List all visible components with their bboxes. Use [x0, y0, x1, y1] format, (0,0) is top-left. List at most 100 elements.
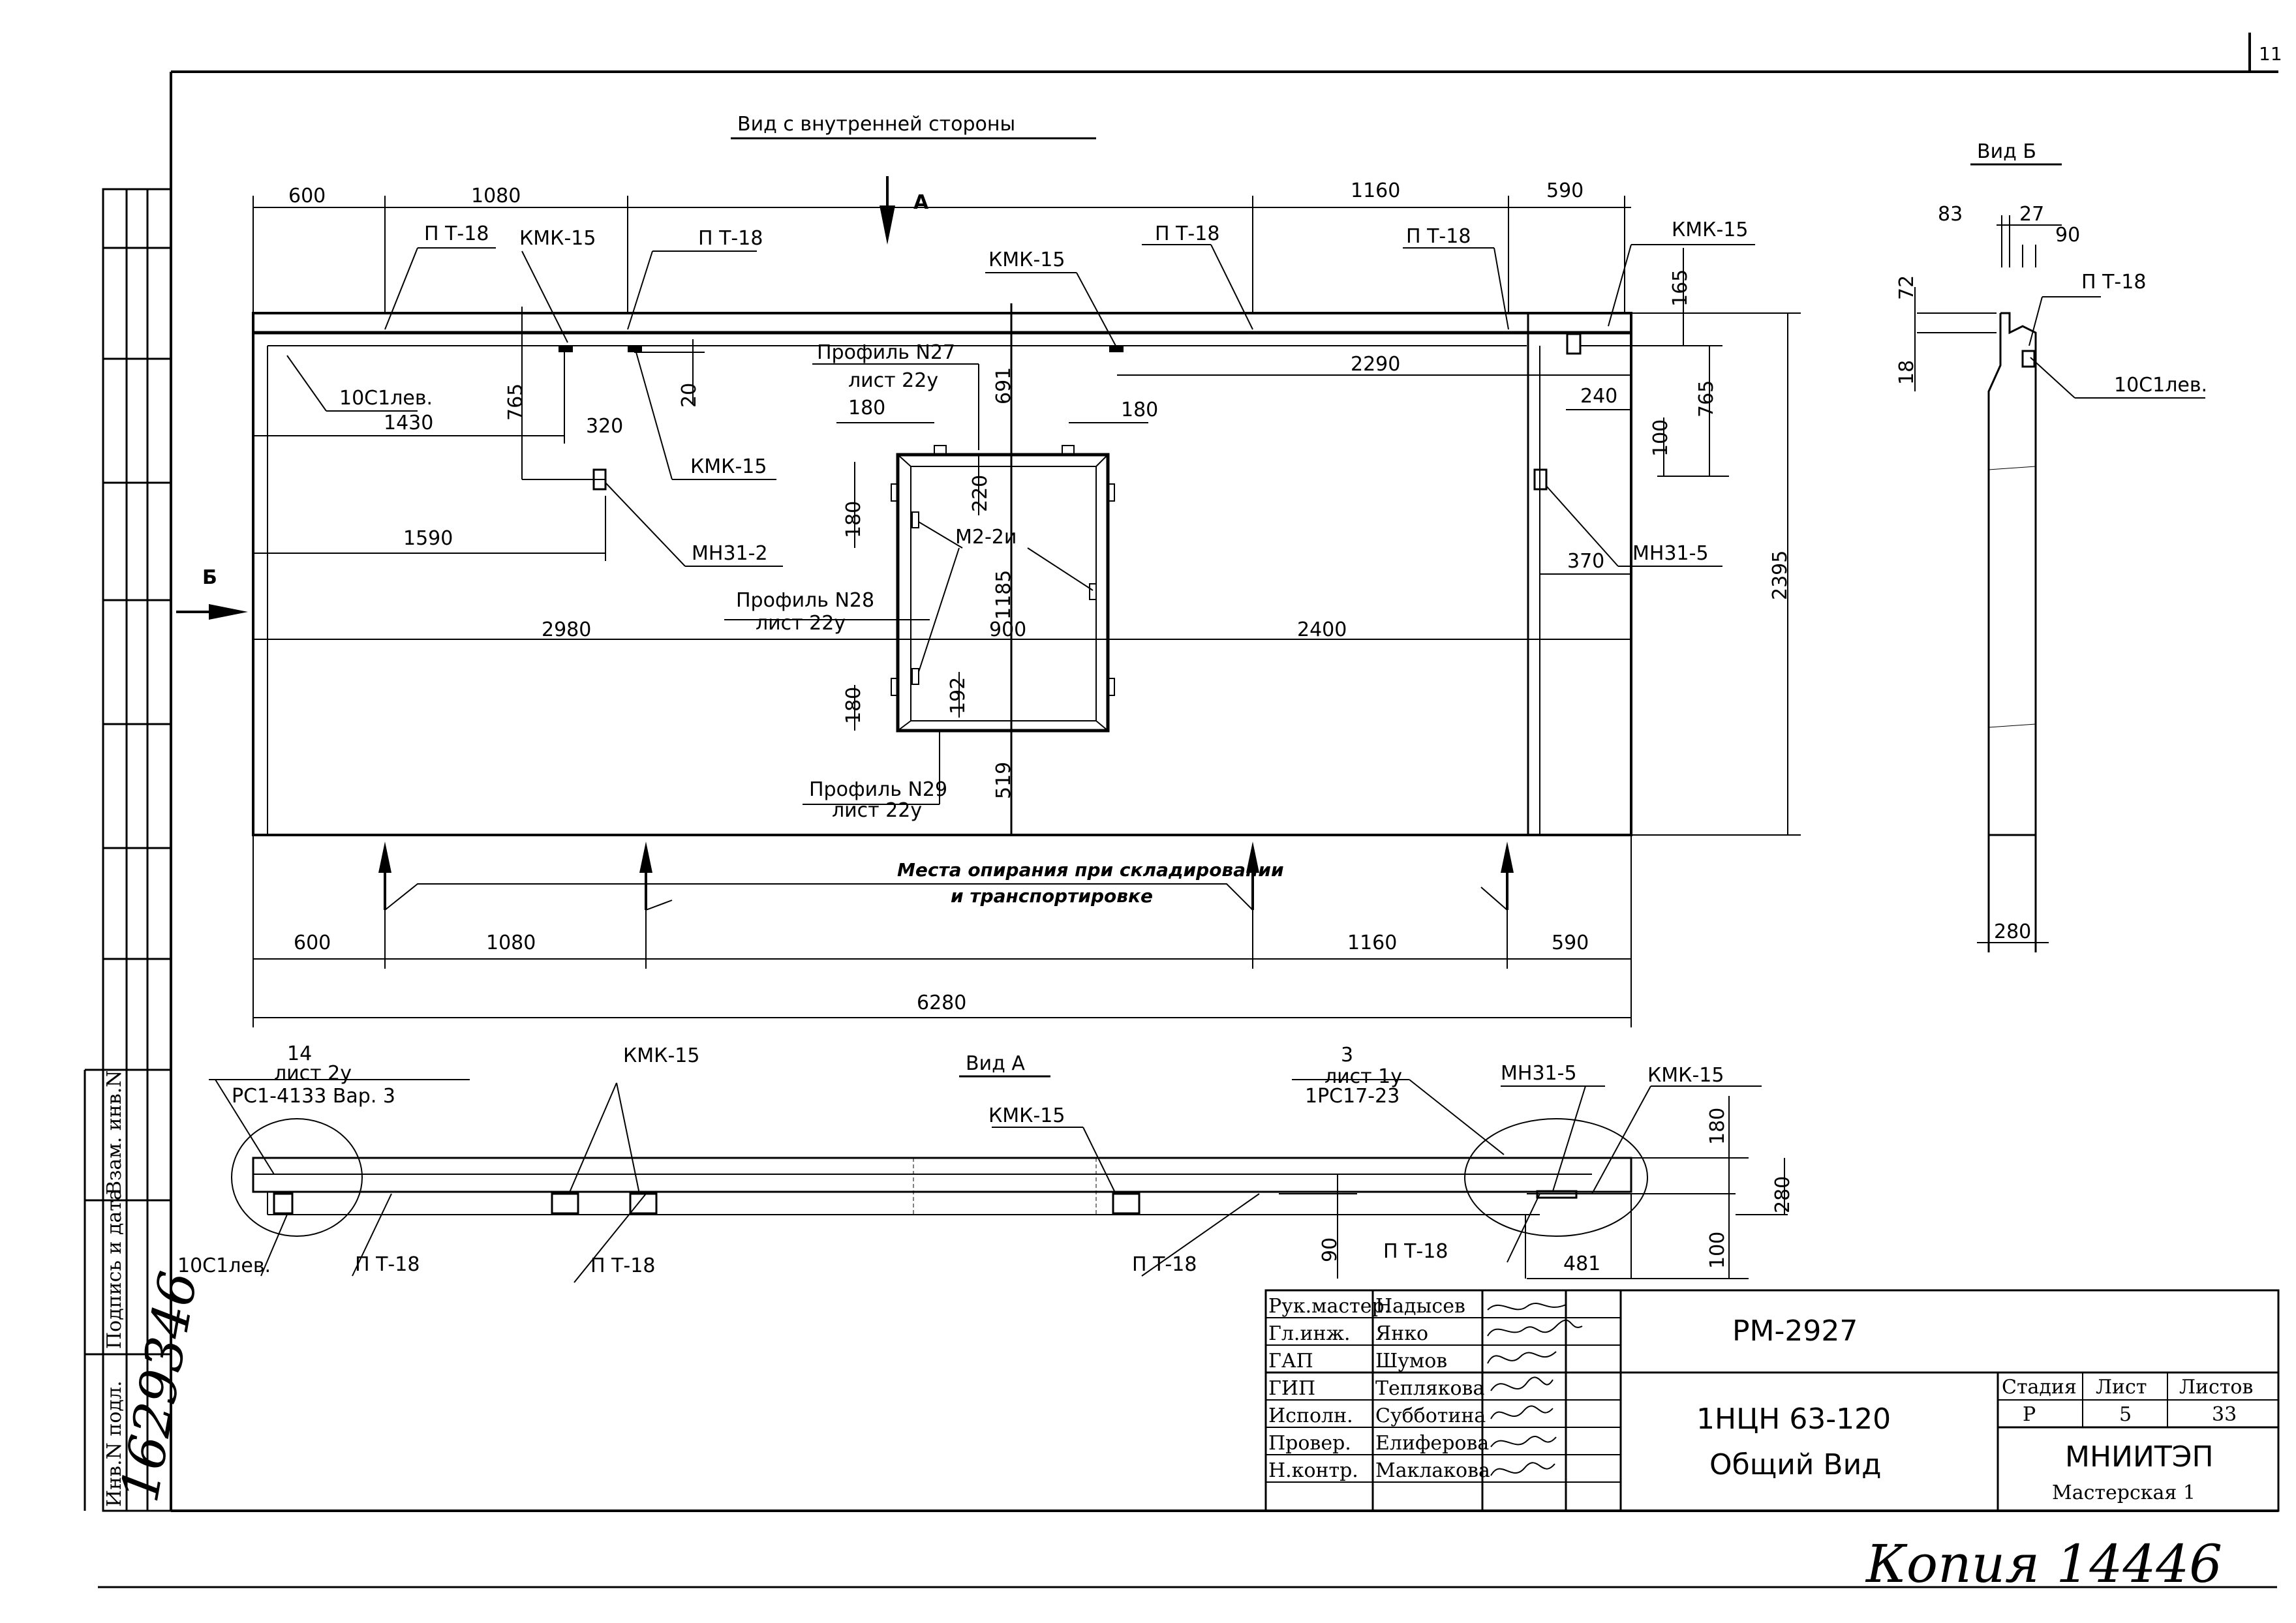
view-a-3-series: 1РС17-23	[1305, 1085, 1400, 1108]
bottom-dim-chain	[253, 835, 1632, 1027]
dim-top-0: 600	[288, 185, 326, 207]
dim-900: 900	[989, 618, 1026, 641]
tb-role-2: ГАП	[1268, 1350, 1313, 1373]
dim-bot-3: 590	[1552, 932, 1589, 954]
view-a-dim-481: 481	[1563, 1252, 1600, 1275]
arrow-a	[880, 176, 895, 245]
view-b-dim-280: 280	[1994, 920, 2031, 943]
dim-691: 691	[992, 367, 1015, 404]
label-profile28: Профиль N28	[736, 589, 874, 612]
support-text-1: Места опирания при складировании	[897, 859, 1284, 881]
tb-role-6: Н.контр.	[1268, 1459, 1358, 1482]
dim-bot-2: 1160	[1347, 932, 1397, 954]
dim-100: 100	[1649, 419, 1672, 457]
label-pt18-2: П Т-18	[698, 227, 763, 250]
view-a-10c1: 10С1лев.	[177, 1254, 271, 1277]
strip-inv-podl: Инв.N подл.	[103, 1381, 126, 1508]
dim-240: 240	[1580, 385, 1617, 408]
dim-1430: 1430	[384, 412, 433, 434]
dim-1590: 1590	[403, 527, 453, 550]
dim-370: 370	[1567, 550, 1604, 573]
arrow-b-label: Б	[202, 566, 217, 589]
tb-sheet: 5	[2119, 1403, 2132, 1426]
view-a-pt18-4: П Т-18	[1383, 1240, 1448, 1263]
tb-name-4: Субботина	[1375, 1404, 1486, 1427]
view-b-dim-27: 27	[2019, 203, 2044, 226]
label-kmk15-r: КМК-15	[1672, 219, 1748, 241]
tb-org-2: Мастерская 1	[2052, 1481, 2196, 1504]
view-inner-title: Вид с внутренней стороны	[737, 113, 1015, 136]
view-a-title: Вид А	[966, 1052, 1025, 1075]
view-b-dim-18: 18	[1895, 360, 1918, 385]
tb-title-2: Общий Вид	[1709, 1448, 1882, 1481]
strip-podpis: Подпись и дата	[103, 1189, 126, 1349]
view-a-kmk15-1: КМК-15	[623, 1044, 699, 1067]
window-opening	[891, 445, 1115, 733]
view-b-dim-90: 90	[2055, 224, 2080, 247]
leaders-inner	[286, 244, 1755, 805]
panel-outline	[252, 312, 1632, 836]
dim-220: 220	[969, 475, 992, 512]
tb-role-3: ГИП	[1268, 1377, 1315, 1400]
view-a-pt18-2: П Т-18	[590, 1254, 655, 1277]
view-a-kmk15-3: КМК-15	[1647, 1064, 1724, 1087]
tb-role-0: Рук.мастер.	[1268, 1295, 1390, 1318]
tb-role-1: Гл.инж.	[1268, 1322, 1351, 1345]
label-profile27: Профиль N27	[817, 341, 955, 364]
dim-165: 165	[1669, 269, 1692, 307]
label-profile29: Профиль N29	[809, 778, 947, 801]
label-profile29-sheet: лист 22у	[832, 799, 922, 822]
label-mn31-5: МН31-5	[1632, 542, 1709, 565]
view-a-dim-100: 100	[1706, 1232, 1729, 1269]
dim-1185: 1185	[992, 570, 1015, 620]
signatures	[1487, 1303, 1583, 1476]
view-a-pt18-3: П Т-18	[1132, 1253, 1197, 1276]
dim-765r: 765	[1695, 380, 1718, 417]
label-profile27-sheet: лист 22у	[848, 369, 938, 392]
tb-role-5: Провер.	[1268, 1432, 1351, 1455]
dim-192: 192	[947, 677, 970, 714]
tb-sheets-label: Листов	[2179, 1376, 2253, 1399]
dim-bot-0: 600	[294, 932, 331, 954]
label-pt18-1: П Т-18	[424, 222, 489, 245]
dim-765: 765	[504, 384, 527, 421]
tb-title-1: 1НЦН 63-120	[1696, 1403, 1891, 1436]
support-arrows	[378, 842, 1514, 911]
title-block	[1264, 1289, 2280, 1512]
view-b-part	[2021, 350, 2036, 368]
support-text-2: и транспортировке	[951, 885, 1153, 907]
view-b-10c1: 10С1лев.	[2114, 374, 2207, 397]
arrow-b	[176, 604, 248, 620]
tb-stage-label: Стадия	[2002, 1376, 2077, 1399]
view-a-parts	[273, 1190, 1578, 1215]
dim-top-1: 1080	[471, 185, 521, 207]
view-a-14-series: РС1-4133 Вар. 3	[232, 1085, 395, 1108]
view-a-kmk15-2: КМК-15	[988, 1104, 1065, 1127]
label-pt18-4: П Т-18	[1406, 225, 1471, 248]
arrow-a-label: А	[913, 191, 929, 214]
dim-180b: 180	[1121, 399, 1158, 421]
view-a-14: 14	[287, 1042, 312, 1065]
tb-role-4: Исполн.	[1268, 1404, 1353, 1427]
label-kmk15-3: КМК-15	[988, 249, 1065, 271]
footer-handwritten: Копия 14446	[1865, 1534, 2222, 1594]
view-b-title: Вид Б	[1977, 140, 2036, 163]
view-a-plan	[231, 1118, 1648, 1237]
view-b-dim-72: 72	[1895, 275, 1918, 300]
label-profile28-sheet: лист 22у	[756, 612, 846, 635]
dim-2395: 2395	[1769, 551, 1792, 600]
tb-sheet-label: Лист	[2096, 1376, 2147, 1399]
tb-name-3: Теплякова	[1375, 1377, 1484, 1400]
tb-name-0: Надысев	[1375, 1295, 1465, 1318]
view-a-leaders	[209, 1079, 1788, 1283]
label-kmk15-4: КМК-15	[690, 455, 767, 478]
dim-2980: 2980	[542, 618, 591, 641]
view-a-dim-280: 280	[1771, 1176, 1794, 1213]
tb-name-6: Маклакова	[1375, 1459, 1490, 1482]
view-a-3-sheet: лист 1у	[1324, 1065, 1402, 1088]
dim-overall: 6280	[917, 992, 966, 1014]
view-b-dim-83: 83	[1938, 203, 1963, 226]
left-strip	[84, 188, 172, 1512]
label-mn31-2: МН31-2	[692, 542, 768, 565]
